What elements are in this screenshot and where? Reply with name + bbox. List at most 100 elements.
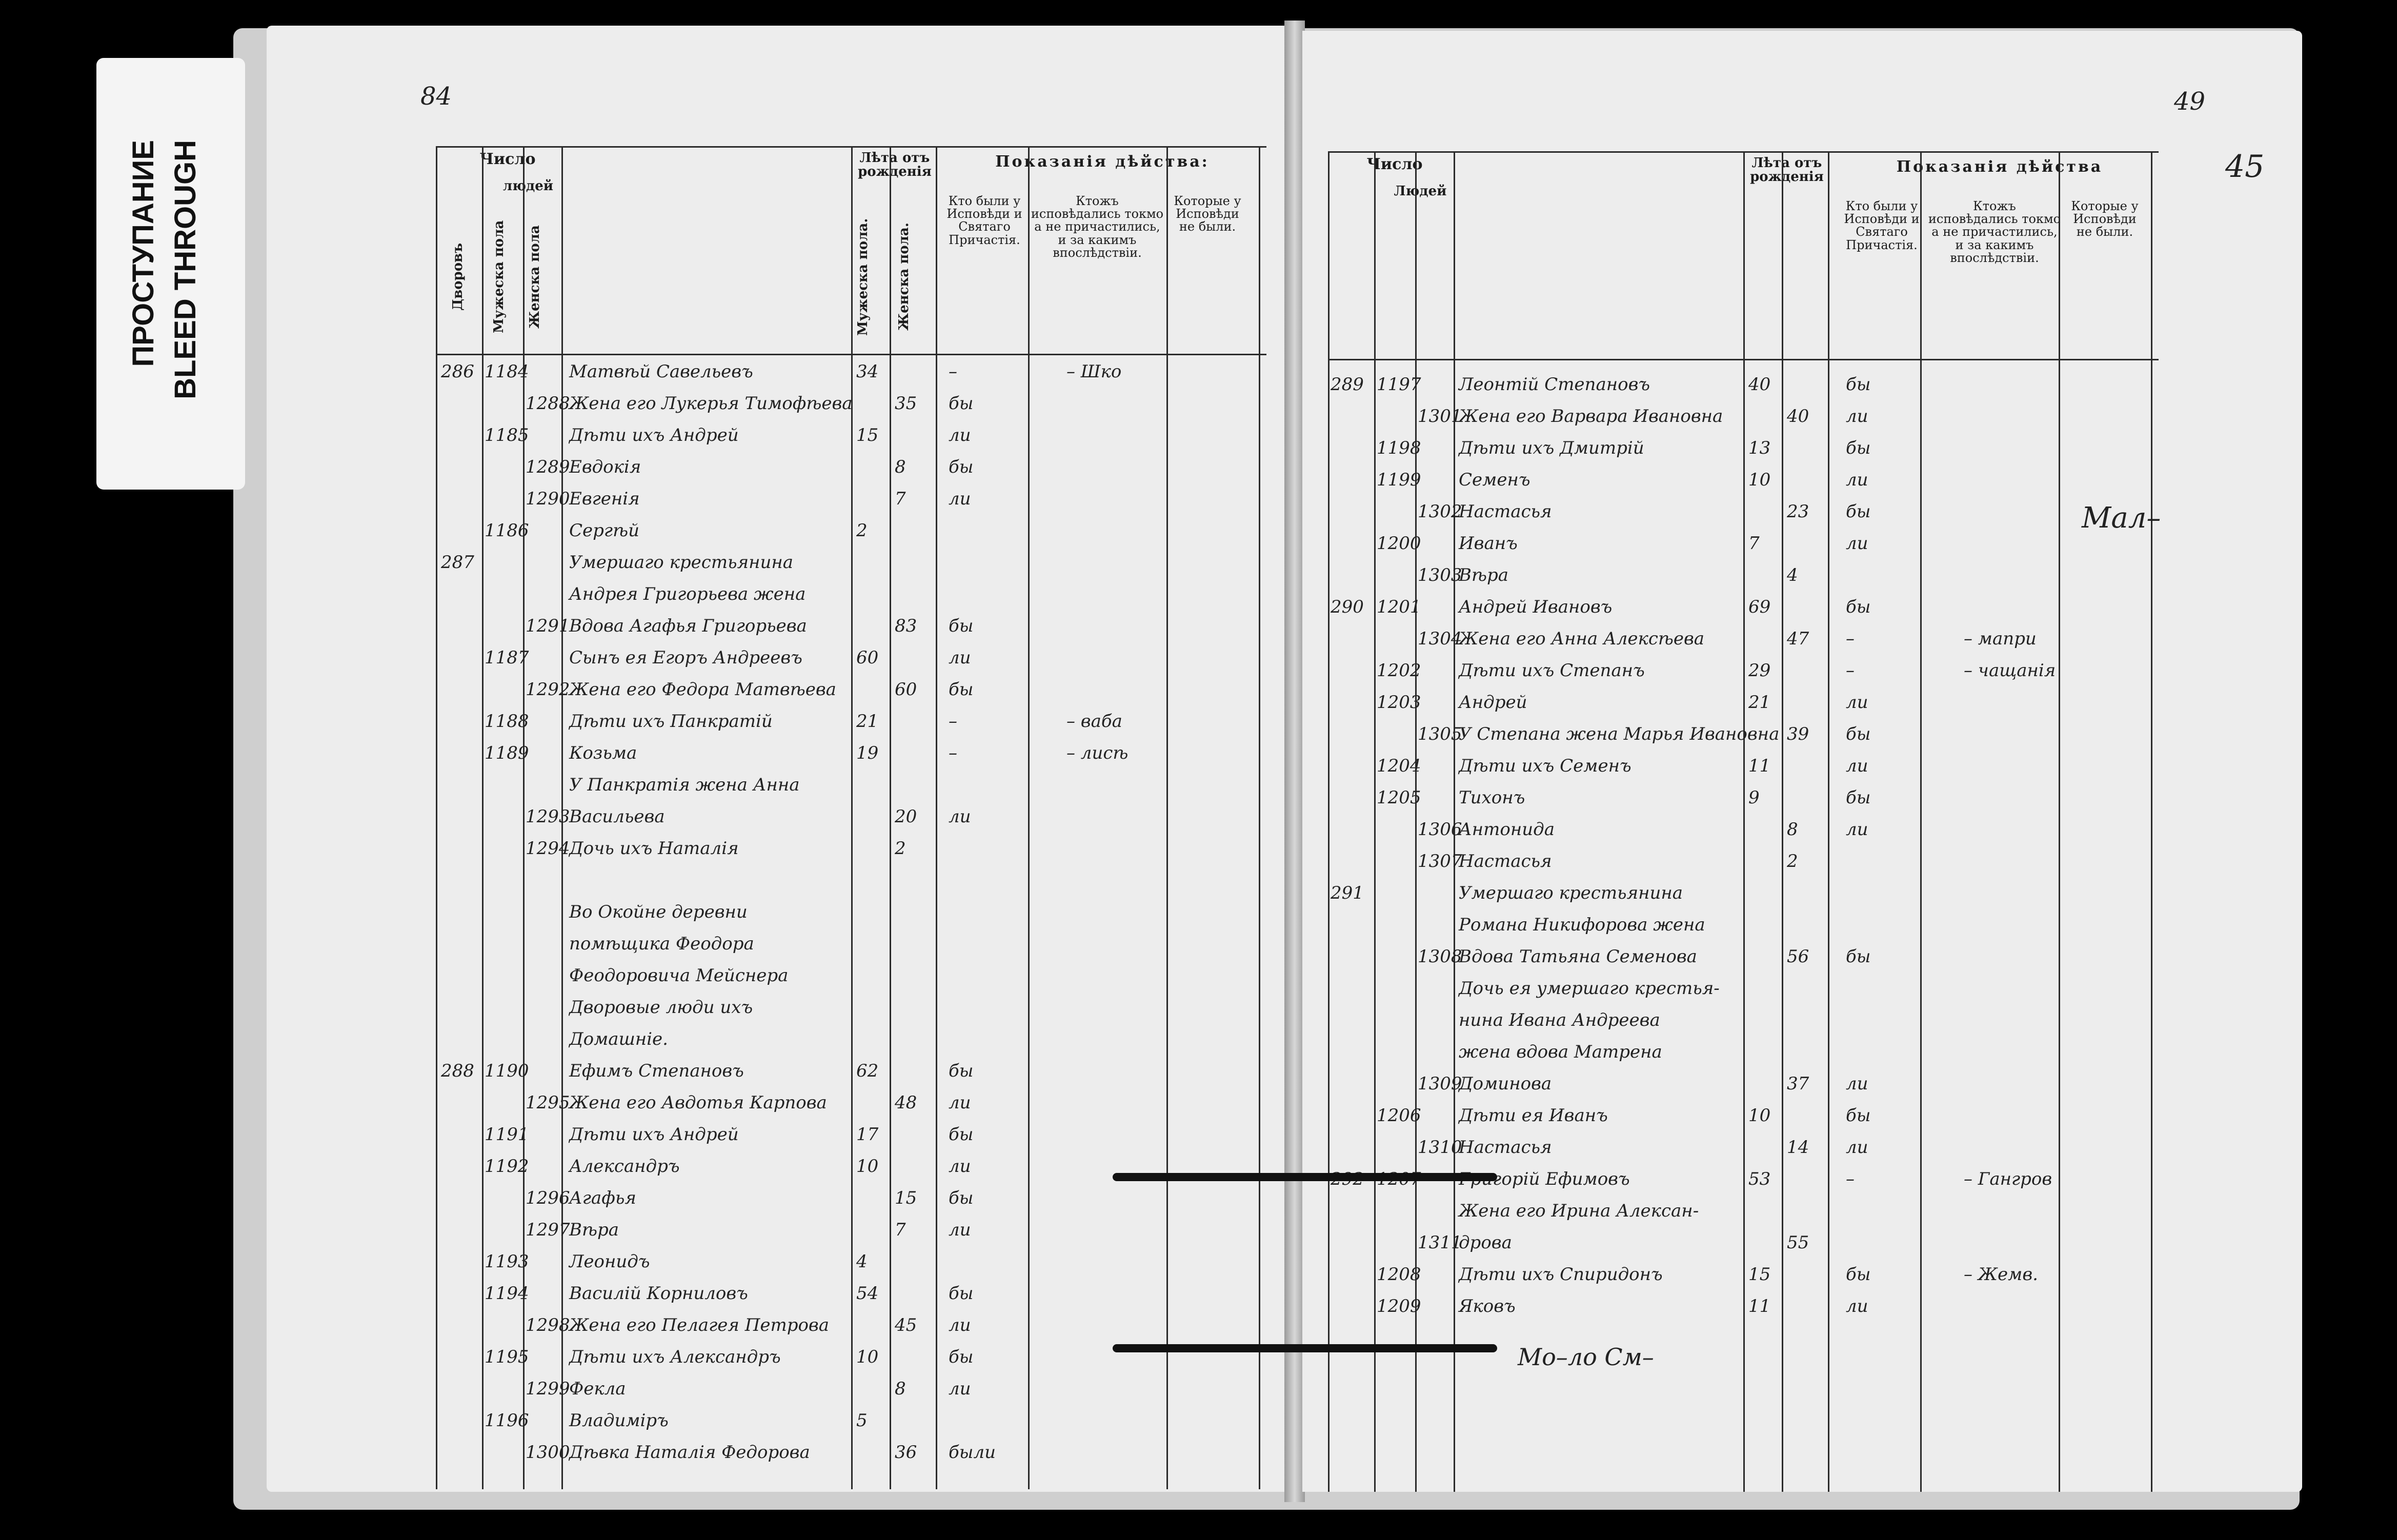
left-confession-mark: бы — [949, 1124, 974, 1145]
left-person-name: Жена его Лукерья Тимофѣева — [569, 393, 853, 414]
right-male-age: 13 — [1748, 438, 1771, 458]
left-person-name: Дѣти ихъ Андрей — [569, 425, 739, 445]
right-folio-stamp: 45 — [2225, 149, 2265, 185]
right-person-name: Иванъ — [1459, 533, 1518, 554]
right-confession-mark: ли — [1846, 533, 1868, 554]
left-male-age: 2 — [856, 520, 868, 541]
left-person-name: Дѣти ихъ Александръ — [569, 1347, 781, 1367]
right-person-name: Андрей Ивановъ — [1459, 597, 1613, 617]
left-male-number: 1186 — [485, 520, 529, 541]
left-person-name: Ефимъ Степановъ — [569, 1061, 744, 1081]
left-folio-mark: 84 — [420, 82, 452, 111]
left-person-name: У Панкратія жена Анна — [569, 775, 800, 795]
left-absence-note: – ваба — [1066, 711, 1122, 732]
column-rule — [1028, 146, 1030, 1489]
right-female-age: 4 — [1787, 565, 1798, 585]
left-lyudey-header: людей — [502, 178, 554, 194]
right-confession-mark: – — [1846, 1169, 1855, 1189]
right-female-age: 55 — [1787, 1232, 1809, 1253]
left-confession-mark: ли — [949, 1379, 971, 1399]
binding-thread-top — [1113, 1173, 1497, 1181]
left-confession-mark: бы — [949, 393, 974, 414]
right-male-age: 40 — [1748, 374, 1771, 395]
left-person-name: Дѣти ихъ Андрей — [569, 1124, 739, 1145]
left-female-age: 60 — [895, 679, 917, 700]
right-confession-mark: бы — [1846, 787, 1871, 808]
right-female-age: 2 — [1787, 851, 1798, 872]
left-kto-byli: Кто были у Исповѣди и Святаго Причастія. — [946, 194, 1022, 247]
left-person-name: Дворовые люди ихъ — [569, 997, 753, 1018]
column-rule — [2151, 151, 2152, 1492]
left-col-female: Женска пола — [527, 225, 542, 329]
right-male-age: 21 — [1748, 692, 1771, 713]
right-confession-mark: бы — [1846, 438, 1871, 458]
right-female-number: 1301 — [1418, 406, 1462, 427]
right-confession-mark: ли — [1846, 406, 1868, 427]
right-confession-mark: ли — [1846, 756, 1868, 776]
left-male-age: 62 — [856, 1061, 879, 1081]
right-confession-mark: ли — [1846, 1073, 1868, 1094]
right-kto-byli: Кто были у Исповѣди и Святаго Причастія. — [1844, 199, 1920, 252]
column-rule — [1374, 151, 1376, 1492]
right-male-age: 7 — [1748, 533, 1760, 554]
left-female-number: 1293 — [526, 806, 570, 827]
left-male-age: 17 — [856, 1124, 879, 1145]
right-person-name: Настасья — [1459, 851, 1552, 872]
right-female-number: 1311 — [1418, 1232, 1462, 1253]
right-confession-mark: ли — [1846, 1137, 1868, 1158]
right-male-number: 1200 — [1377, 533, 1421, 554]
right-female-number: 1304 — [1418, 629, 1462, 649]
right-female-number: 1306 — [1418, 819, 1462, 840]
left-male-number: 1195 — [485, 1347, 529, 1367]
right-male-age: 9 — [1748, 787, 1760, 808]
right-female-number: 1303 — [1418, 565, 1462, 585]
left-female-number: 1299 — [526, 1379, 570, 1399]
left-female-age: 35 — [895, 393, 917, 414]
right-pokazania-header: Показанія дѣйства — [1896, 158, 2103, 176]
left-female-number: 1290 — [526, 489, 570, 509]
right-confession-mark: бы — [1846, 597, 1871, 617]
right-male-age: 10 — [1748, 1105, 1771, 1126]
left-person-name: Домашніе. — [569, 1029, 668, 1049]
left-person-name: Жена его Авдотья Карпова — [569, 1092, 827, 1113]
right-person-name: Андрей — [1459, 692, 1527, 713]
left-male-number: 1192 — [485, 1156, 529, 1177]
right-person-name: дрова — [1459, 1232, 1512, 1253]
left-person-name: Васильева — [569, 806, 665, 827]
right-person-name: Дѣти ихъ Семенъ — [1459, 756, 1631, 776]
right-female-age: 23 — [1787, 501, 1809, 522]
right-person-name: Дѣти ихъ Степанъ — [1459, 660, 1645, 681]
left-confession-mark: были — [949, 1442, 996, 1463]
left-person-name: Дѣти ихъ Панкратій — [569, 711, 773, 732]
left-confession-mark: бы — [949, 1188, 974, 1208]
right-person-name: нина Ивана Андреева — [1459, 1010, 1660, 1030]
column-rule — [936, 146, 937, 1489]
left-male-number: 1188 — [485, 711, 529, 732]
column-rule — [523, 146, 525, 1489]
right-male-number: 1205 — [1377, 787, 1421, 808]
left-male-number: 1191 — [485, 1124, 529, 1145]
left-female-age: 2 — [895, 838, 906, 859]
left-person-name: Вѣра — [569, 1220, 619, 1240]
left-male-age: 60 — [856, 647, 879, 668]
left-female-number: 1292 — [526, 679, 570, 700]
right-female-age: 39 — [1787, 724, 1809, 744]
right-female-number: 1309 — [1418, 1073, 1462, 1094]
right-male-age: 53 — [1748, 1169, 1771, 1189]
right-male-age: 69 — [1748, 597, 1771, 617]
left-confession-mark: бы — [949, 457, 974, 477]
column-rule — [1454, 151, 1455, 1492]
right-confession-mark: – — [1846, 660, 1855, 681]
right-male-age: 10 — [1748, 470, 1771, 490]
book-gutter — [1284, 21, 1305, 1502]
left-female-number: 1295 — [526, 1092, 570, 1113]
column-rule — [1828, 151, 1829, 1492]
left-male-age: 4 — [856, 1251, 868, 1272]
left-confession-mark: – — [949, 743, 957, 763]
left-col-dvorov: Дворовъ — [450, 242, 466, 311]
right-male-number: 1204 — [1377, 756, 1421, 776]
right-person-name: Жена его Анна Алексѣева — [1459, 629, 1705, 649]
left-male-age: 19 — [856, 743, 879, 763]
left-male-age: 5 — [856, 1410, 868, 1431]
left-male-age: 10 — [856, 1347, 879, 1367]
